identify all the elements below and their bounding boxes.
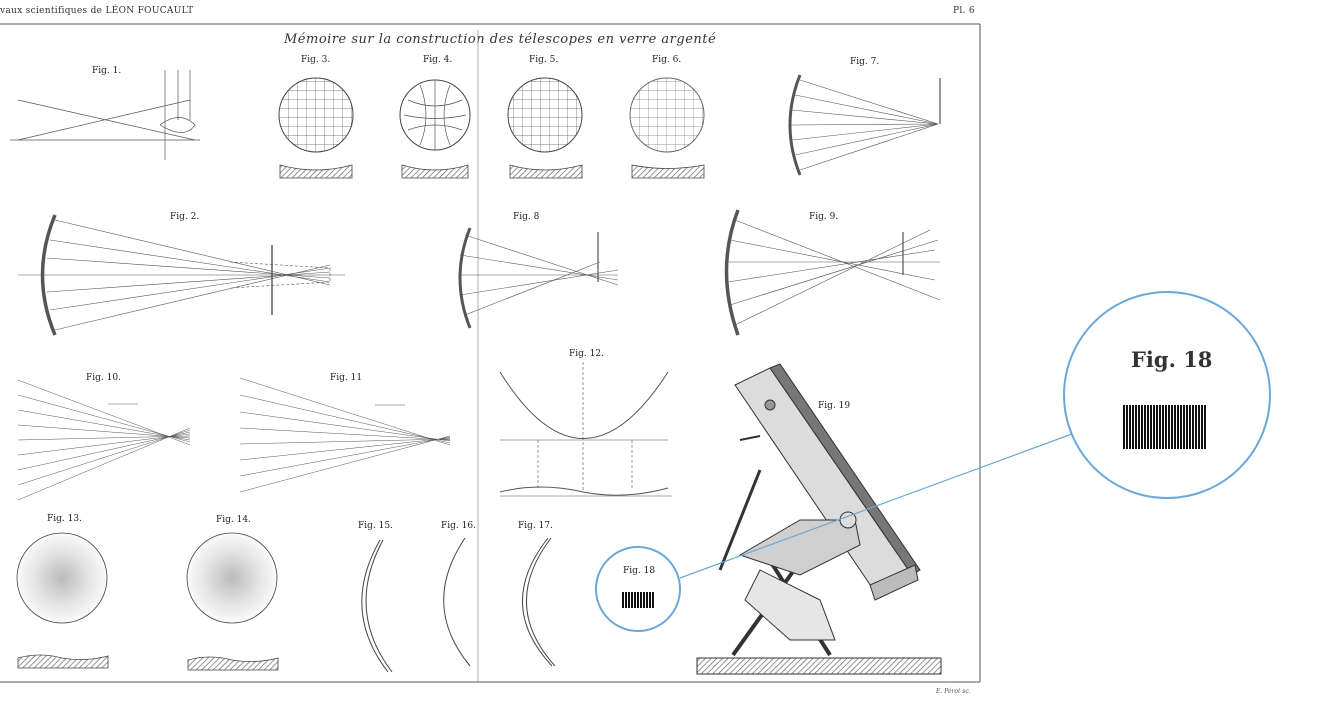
fig12-diagram xyxy=(499,362,672,497)
fig7-label: Fig. 7. xyxy=(850,57,880,67)
fig13-diagram xyxy=(16,532,109,669)
fig11-label: Fig. 11 xyxy=(330,373,363,383)
fig16-label: Fig. 16. xyxy=(441,521,476,531)
fig6-diagram xyxy=(629,77,705,179)
fig16-diagram xyxy=(443,537,471,667)
fig17-diagram xyxy=(522,537,556,667)
fig4-diagram xyxy=(399,79,471,179)
fig5-label: Fig. 5. xyxy=(529,55,559,65)
fig1-diagram xyxy=(10,70,200,160)
fig10-label: Fig. 10. xyxy=(86,373,121,383)
fig11-diagram xyxy=(239,377,451,493)
fig10-diagram xyxy=(17,379,191,501)
fig5-diagram xyxy=(507,77,583,179)
fig15-label: Fig. 15. xyxy=(358,521,393,531)
fig8-diagram xyxy=(458,227,619,329)
fig1-label: Fig. 1. xyxy=(92,66,122,76)
engraved-plate xyxy=(0,23,981,683)
fig18-zoom-inset: Fig. 18 xyxy=(1063,291,1271,499)
fig9-diagram xyxy=(724,209,941,336)
fig3-label: Fig. 3. xyxy=(301,55,331,65)
header-left-text: vaux scientifiques de LÉON FOUCAULT xyxy=(0,6,194,16)
fig7-diagram xyxy=(788,74,941,176)
fig18-label-large: Fig. 18 xyxy=(1131,347,1213,372)
fig2-label: Fig. 2. xyxy=(170,212,200,222)
engraver-signature: E. Pérot sc. xyxy=(936,688,971,695)
fig15-diagram xyxy=(361,539,393,673)
fig13-label: Fig. 13. xyxy=(47,514,82,524)
fig12-label: Fig. 12. xyxy=(569,349,604,359)
fig6-label: Fig. 6. xyxy=(652,55,682,65)
fig18-grating-large xyxy=(1123,405,1207,449)
fig9-label: Fig. 9. xyxy=(809,212,839,222)
fig3-diagram xyxy=(278,77,354,179)
fig2-diagram xyxy=(18,214,345,336)
fig19-label: Fig. 19 xyxy=(818,401,851,411)
fig8-label: Fig. 8 xyxy=(513,212,540,222)
fig14-diagram xyxy=(186,532,279,671)
fig14-label: Fig. 14. xyxy=(216,515,251,525)
fig18-label-small: Fig. 18 xyxy=(623,566,656,576)
fig18-grating-small xyxy=(622,592,654,608)
plate-number: Pl. 6 xyxy=(953,6,975,16)
plate-title: Mémoire sur la construction des télescop… xyxy=(284,32,717,47)
fig18-magnifier-small: Fig. 18 xyxy=(595,546,681,632)
fig4-label: Fig. 4. xyxy=(423,55,453,65)
fig17-label: Fig. 17. xyxy=(518,521,553,531)
plate-border xyxy=(0,23,981,683)
